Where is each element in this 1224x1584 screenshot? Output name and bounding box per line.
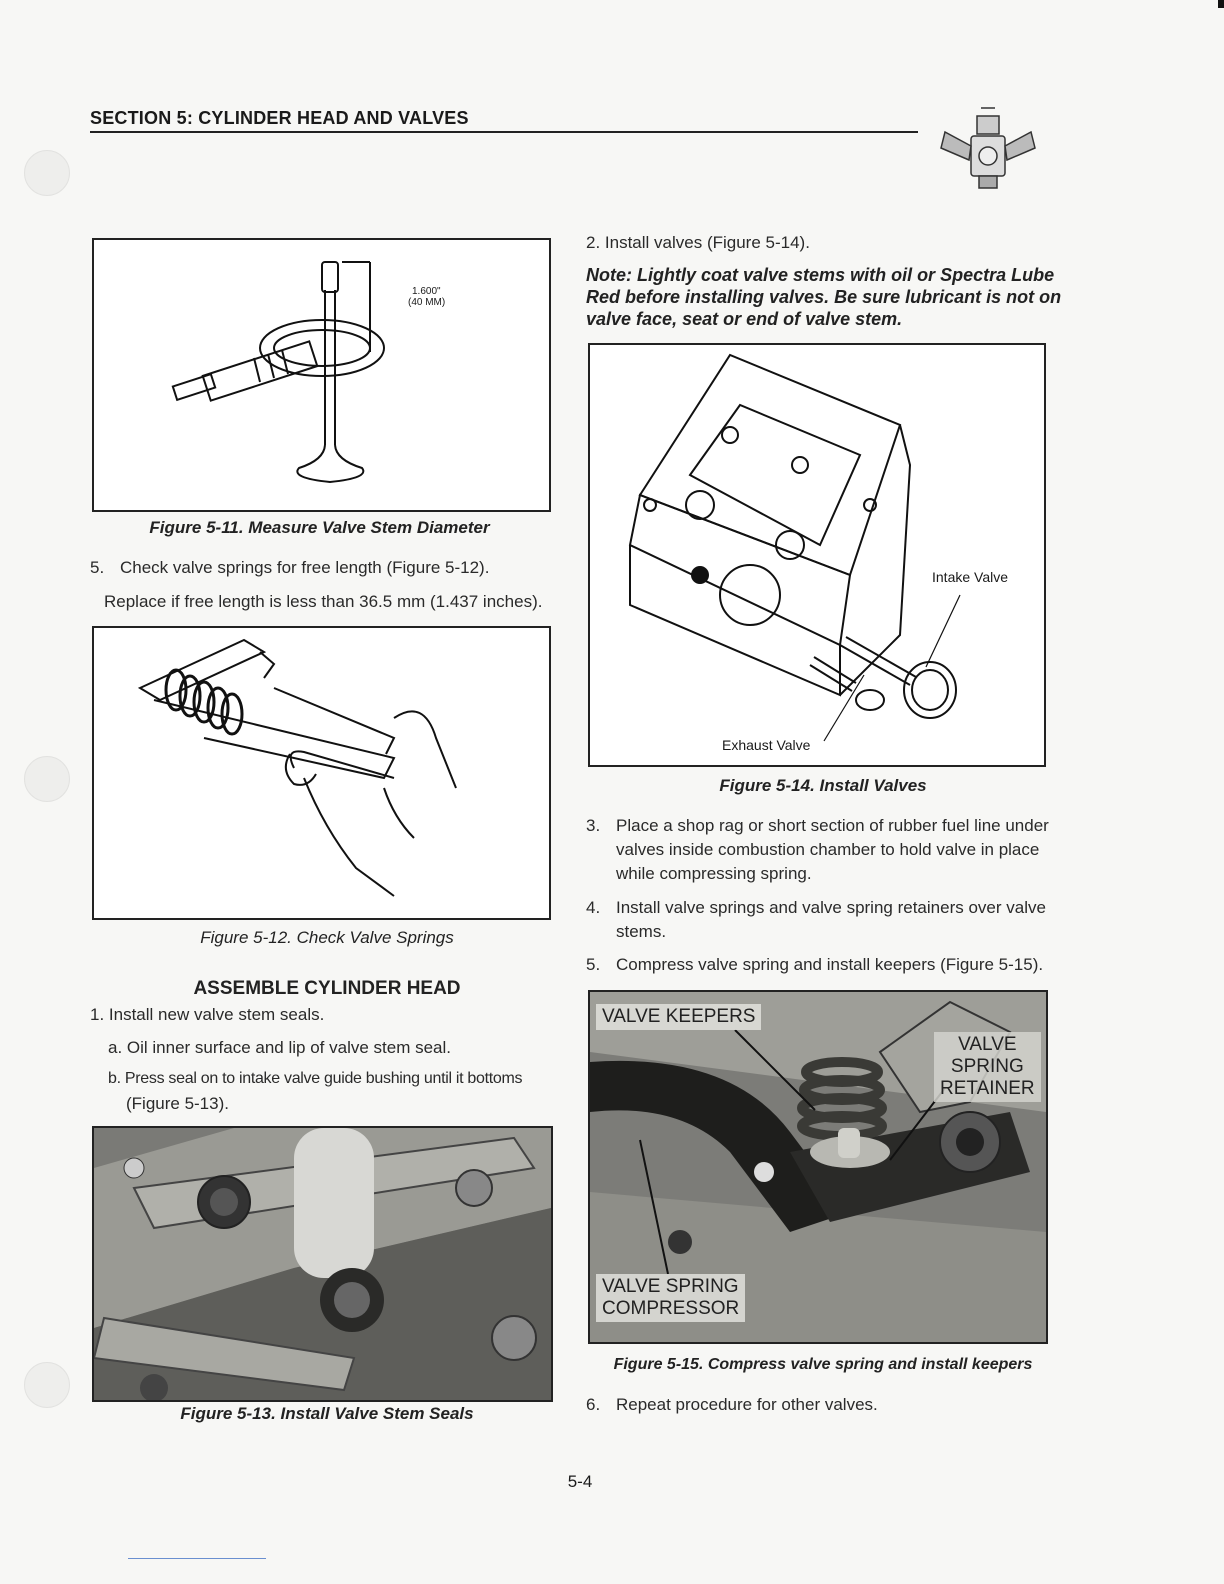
right-step-2: 2. Install valves (Figure 5-14). [586,233,810,252]
section-heading-assemble: ASSEMBLE CYLINDER HEAD [193,978,461,999]
left-step-1a: a. Oil inner surface and lip of valve st… [108,1038,451,1057]
page-number: 5-4 [567,1472,593,1491]
note-line-2: Red before installing valves. Be sure lu… [586,287,1062,307]
engine-logo-icon [935,96,1039,200]
figure-5-13-caption: Figure 5-13. Install Valve Stem Seals [180,1404,474,1423]
figure-5-15-retainer-line2: SPRING [950,1056,1024,1077]
figure-5-15-keepers-label: VALVE KEEPERS [596,1004,762,1030]
figure-5-11-label-line2: (40 MM) [408,297,446,308]
right-step-4: 4. Install valve springs and valve spring… [586,896,1046,944]
figure-5-12-drawing [92,626,551,920]
figure-5-14-intake-label: Intake Valve [932,569,1009,585]
right-step-3-line3: while compressing spring. [616,864,812,883]
right-step-6: 6. Repeat procedure for other valves. [586,1393,878,1417]
figure-5-15-compressor-label: VALVE SPRING COMPRESSOR [596,1274,746,1322]
left-step-1b-line2: (Figure 5-13). [126,1094,229,1113]
binder-hole-bottom [24,1362,70,1408]
right-step-4-number: 4. [586,898,601,917]
left-step-1: 1. Install new valve stem seals. [90,1005,325,1024]
binder-hole-middle [24,756,70,802]
figure-5-13-photo [92,1126,553,1402]
right-step-3-line2: valves inside combustion chamber to hold… [616,840,1040,859]
right-step-3-number: 3. [586,816,601,835]
figure-5-15-caption: Figure 5-15. Compress valve spring and i… [613,1356,1033,1373]
right-step-5-text: Compress valve spring and install keeper… [616,955,1044,974]
figure-5-15-compressor-line2: COMPRESSOR [602,1298,740,1319]
section-title: SECTION 5: CYLINDER HEAD AND VALVES [90,108,469,128]
figure-5-15-retainer-line1: VALVE [958,1034,1017,1055]
figure-5-15-compressor-line1: VALVE SPRING [602,1276,739,1297]
top-right-mark [1218,0,1224,8]
right-step-6-text: Repeat procedure for other valves. [616,1395,878,1414]
left-step-5-number: 5. [90,558,105,577]
right-step-6-number: 6. [586,1395,601,1414]
right-step-5-number: 5. [586,955,601,974]
right-step-3-line1: Place a shop rag or short section of rub… [616,816,1049,835]
figure-5-15-retainer-label: VALVE SPRING RETAINER [934,1032,1041,1102]
note-line-3: valve face, seat or end of valve stem. [586,309,903,329]
right-step-3: 3. Place a shop rag or short section of r… [586,814,1049,886]
left-step-1b-line1: b. Press seal on to intake valve guide b… [108,1070,523,1087]
binder-hole-top [24,150,70,196]
left-step-5-text: Check valve springs for free length (Fig… [120,558,490,577]
left-step-5-sub: Replace if free length is less than 36.5… [104,592,543,611]
left-step-5: 5. Check valve springs for free length (F… [90,556,489,580]
figure-5-12-caption: Figure 5-12. Check Valve Springs [200,928,454,947]
header-rule [90,131,918,133]
right-step-4-line1: Install valve springs and valve spring r… [616,898,1046,917]
figure-5-14-drawing: Intake Valve Exhaust Valve [588,343,1046,767]
figure-5-11-caption: Figure 5-11. Measure Valve Stem Diameter [149,518,490,537]
figure-5-15-retainer-line3: RETAINER [940,1078,1035,1099]
figure-5-15-photo: VALVE KEEPERS VALVE SPRING RETAINER VALV… [588,990,1048,1344]
figure-5-11-label-line1: 1.600" [412,286,441,297]
figure-5-11-drawing: 1.600" (40 MM) [92,238,551,512]
figure-5-14-caption: Figure 5-14. Install Valves [719,776,927,795]
bottom-blue-line [128,1558,266,1559]
note-line-1: Note: Lightly coat valve stems with oil … [586,265,1055,285]
right-step-5: 5. Compress valve spring and install keep… [586,953,1043,977]
figure-5-14-exhaust-label: Exhaust Valve [722,737,811,753]
right-step-4-line2: stems. [616,922,667,941]
